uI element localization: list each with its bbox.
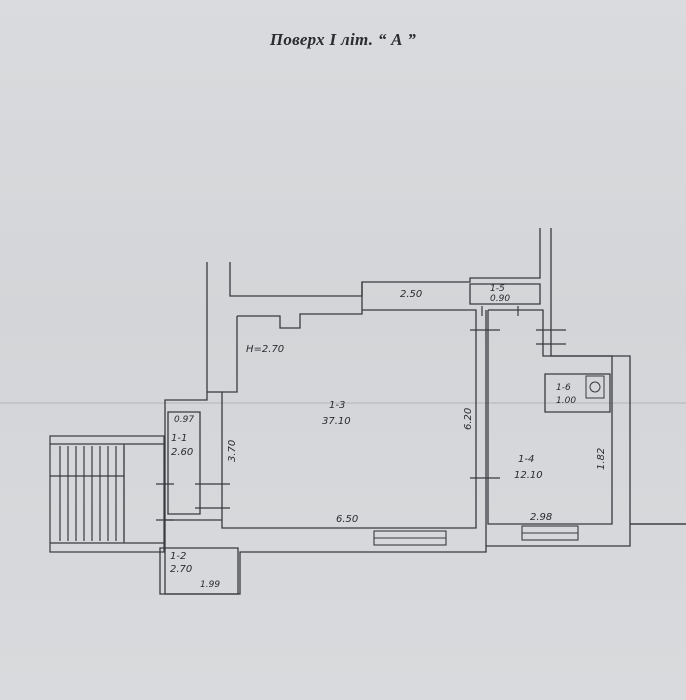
toilet-icon	[585, 375, 605, 399]
room-1-6-walls	[544, 373, 611, 413]
dimension-1-99: 1.99	[200, 580, 220, 590]
room-1-2-id: 1-2	[170, 551, 186, 562]
room-1-2-area: 2.70	[170, 564, 192, 575]
dimension-3-70: 3.70	[227, 440, 238, 462]
dimension-0-97: 0.97	[174, 415, 194, 425]
dimension-6-50: 6.50	[336, 514, 358, 525]
room-1-3-id: 1-3	[329, 400, 345, 411]
room-1-4-area: 12.10	[514, 470, 543, 481]
outer-wall	[164, 228, 686, 595]
room-1-3-area: 37.10	[322, 416, 351, 427]
room-1-4-walls	[487, 309, 613, 525]
dimension-1-82: 1.82	[596, 448, 607, 470]
room-1-5-walls	[469, 283, 541, 305]
room-1-2-walls	[159, 547, 239, 595]
ceiling-height-label: Н=2.70	[246, 344, 284, 355]
windows	[373, 525, 579, 546]
room-1-1-id: 1-1	[171, 433, 187, 444]
room-1-1-walls	[167, 411, 201, 515]
plan-title: Поверх I літ. “ А ”	[269, 30, 417, 49]
room-1-4-id: 1-4	[518, 454, 534, 465]
dimension-2-98: 2.98	[530, 512, 552, 523]
room-1-5-area: 0.90	[490, 294, 510, 304]
paper-fold-line	[0, 402, 686, 404]
dimension-6-20: 6.20	[463, 408, 474, 430]
room-1-1-area: 2.60	[171, 447, 193, 458]
door-marks	[156, 306, 566, 521]
staircase	[49, 435, 165, 553]
dimension-2-50: 2.50	[400, 289, 422, 300]
room-1-5-id: 1-5	[490, 284, 505, 294]
room-1-6-id: 1-6	[556, 383, 571, 393]
room-1-3-walls	[221, 282, 477, 529]
room-1-6-area: 1.00	[556, 396, 576, 406]
